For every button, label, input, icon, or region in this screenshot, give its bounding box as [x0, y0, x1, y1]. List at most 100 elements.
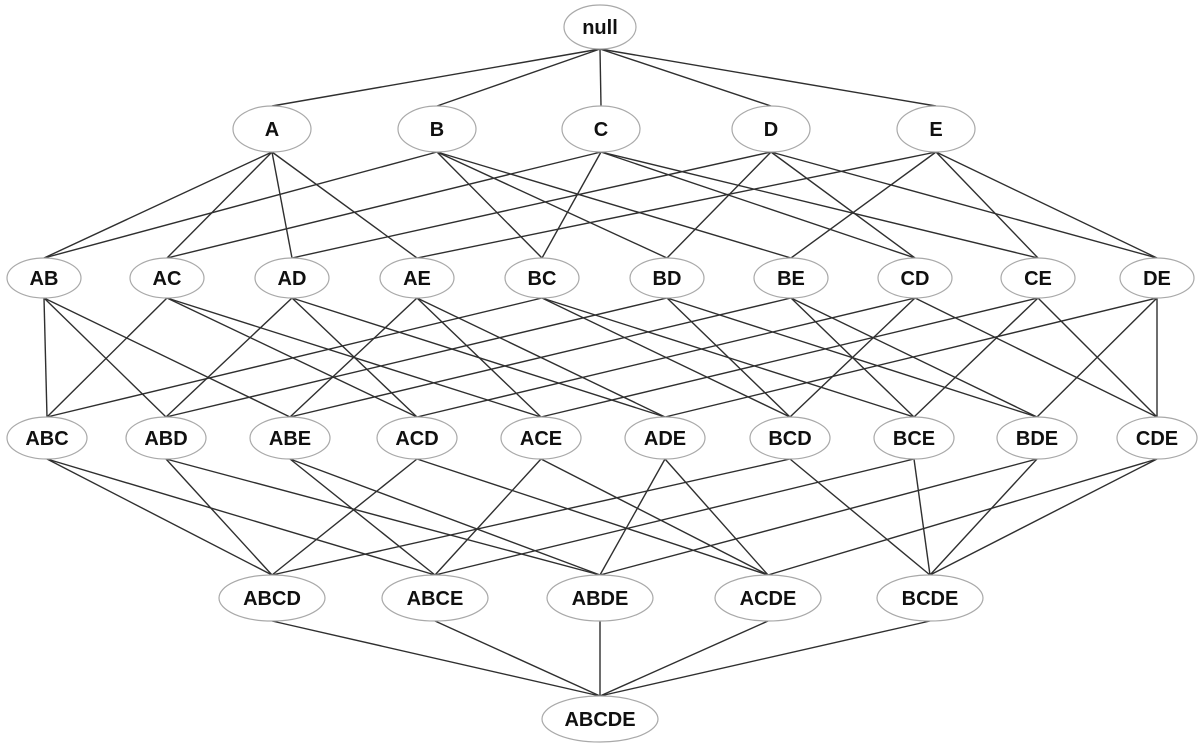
lattice-edge-BD-BCD	[666, 297, 791, 418]
node-label-ABCDE: ABCDE	[564, 709, 635, 731]
node-label-BCD: BCD	[768, 428, 811, 450]
node-ellipse-BC	[504, 257, 580, 299]
node-ellipse-AB	[6, 257, 82, 299]
node-label-AD: AD	[278, 268, 307, 290]
node-E: E	[896, 105, 976, 153]
node-label-CD: CD	[901, 268, 930, 290]
node-label-AB: AB	[30, 268, 59, 290]
node-label-BCDE: BCDE	[902, 588, 959, 610]
node-A: A	[232, 105, 312, 153]
lattice-edge-E-BE	[790, 151, 937, 259]
node-ABC: ABC	[6, 416, 88, 460]
node-BC: BC	[504, 257, 580, 299]
lattice-edge-CDE-ACDE	[767, 458, 1158, 576]
lattice-edge-BC-ABC	[46, 297, 543, 418]
node-ABDE: ABDE	[546, 574, 654, 622]
node-label-BDE: BDE	[1016, 428, 1058, 450]
lattice-edge-C-CD	[600, 151, 916, 259]
lattice-edge-ACDE-ABCDE	[599, 620, 769, 697]
node-ACE: ACE	[500, 416, 582, 460]
node-CD: CD	[877, 257, 953, 299]
node-label-CE: CE	[1024, 268, 1052, 290]
node-ADE: ADE	[624, 416, 706, 460]
node-ellipse-ABD	[125, 416, 207, 460]
lattice-edge-BCDE-ABCDE	[599, 620, 931, 697]
node-ellipse-A	[232, 105, 312, 153]
node-ellipse-DE	[1119, 257, 1195, 299]
node-ellipse-ABCD	[218, 574, 326, 622]
node-label-ABCE: ABCE	[407, 588, 464, 610]
node-ABCE: ABCE	[381, 574, 489, 622]
lattice-edge-D-CD	[770, 151, 916, 259]
node-ellipse-BCD	[749, 416, 831, 460]
node-ellipse-null	[563, 4, 637, 50]
lattice-edge-ABE-ABCE	[289, 458, 436, 576]
node-label-AE: AE	[403, 268, 431, 290]
node-BCD: BCD	[749, 416, 831, 460]
lattice-edge-AB-ABE	[43, 297, 291, 418]
node-label-ACDE: ACDE	[740, 588, 797, 610]
node-ellipse-BCE	[873, 416, 955, 460]
node-label-ABC: ABC	[25, 428, 68, 450]
lattice-edge-BCD-BCDE	[789, 458, 931, 576]
node-ellipse-CD	[877, 257, 953, 299]
node-ellipse-ABCE	[381, 574, 489, 622]
lattice-edge-ACD-ACDE	[416, 458, 769, 576]
node-ellipse-ABCDE	[541, 695, 659, 743]
lattice-edge-C-BC	[541, 151, 602, 259]
lattice-edge-BCE-BCDE	[913, 458, 931, 576]
node-BD: BD	[629, 257, 705, 299]
lattice-edge-ABD-ABDE	[165, 458, 601, 576]
node-ABCDE: ABCDE	[541, 695, 659, 743]
node-label-E: E	[929, 119, 942, 141]
node-ellipse-D	[731, 105, 811, 153]
node-ellipse-ADE	[624, 416, 706, 460]
node-label-ACE: ACE	[520, 428, 562, 450]
lattice-edge-B-BE	[436, 151, 792, 259]
node-label-BD: BD	[653, 268, 682, 290]
lattice-edge-A-AD	[271, 151, 293, 259]
node-label-DE: DE	[1143, 268, 1171, 290]
node-ellipse-ACD	[376, 416, 458, 460]
node-ellipse-BDE	[996, 416, 1078, 460]
lattice-edge-ABD-ABCD	[165, 458, 273, 576]
node-ACD: ACD	[376, 416, 458, 460]
lattice-edge-ACD-ABCD	[271, 458, 418, 576]
lattice-edge-B-BD	[436, 151, 668, 259]
lattice-edge-A-AC	[166, 151, 273, 259]
node-ellipse-C	[561, 105, 641, 153]
node-ellipse-AD	[254, 257, 330, 299]
lattice-edge-AB-ABD	[43, 297, 167, 418]
node-label-BC: BC	[528, 268, 557, 290]
lattice-edge-ACE-ABCE	[434, 458, 542, 576]
lattice-edge-AC-ABC	[46, 297, 168, 418]
lattice-edge-ADE-ACDE	[664, 458, 769, 576]
lattice-edge-AE-ACE	[416, 297, 542, 418]
lattice-edge-ABE-ABDE	[289, 458, 601, 576]
node-ellipse-BD	[629, 257, 705, 299]
node-ellipse-ABE	[249, 416, 331, 460]
lattice-edge-ABC-ABCD	[46, 458, 273, 576]
lattice-edge-DE-ADE	[664, 297, 1158, 418]
lattice-edge-E-CE	[935, 151, 1039, 259]
node-label-CDE: CDE	[1136, 428, 1178, 450]
lattice-edge-BDE-BCDE	[929, 458, 1038, 576]
lattice-edge-BE-ABE	[289, 297, 792, 418]
lattice-edge-CD-BCD	[789, 297, 916, 418]
lattice-edge-ABCD-ABCDE	[271, 620, 601, 697]
lattice-edge-AB-ABC	[43, 297, 48, 418]
node-ellipse-AC	[129, 257, 205, 299]
node-CDE: CDE	[1116, 416, 1198, 460]
node-label-ABCD: ABCD	[243, 588, 301, 610]
lattice-edge-AE-ABE	[289, 297, 418, 418]
lattice-edge-ADE-ABDE	[599, 458, 666, 576]
lattice-edge-CD-ACD	[416, 297, 916, 418]
lattice-edge-null-B	[436, 48, 601, 107]
lattice-edge-ABCE-ABCDE	[434, 620, 601, 697]
lattice-edge-ABC-ABCE	[46, 458, 436, 576]
lattice-edge-C-CE	[600, 151, 1039, 259]
node-ACDE: ACDE	[714, 574, 822, 622]
node-ellipse-AE	[379, 257, 455, 299]
node-D: D	[731, 105, 811, 153]
